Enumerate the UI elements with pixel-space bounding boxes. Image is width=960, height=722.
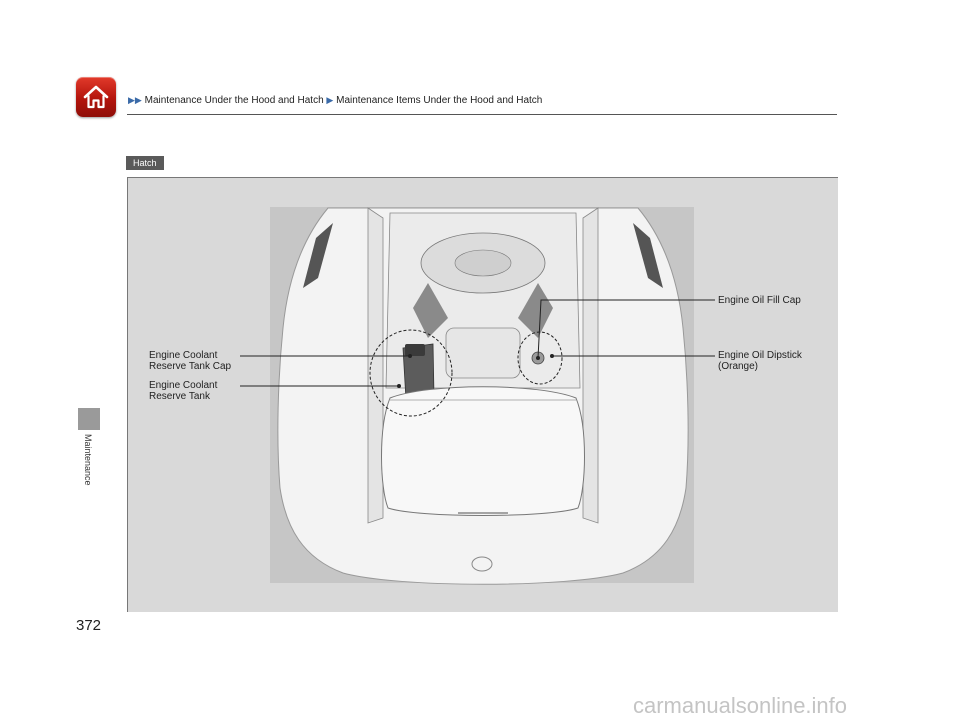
callout-oil-fill-cap: Engine Oil Fill Cap	[718, 295, 801, 306]
callout-oil-dipstick: Engine Oil Dipstick (Orange)	[718, 350, 802, 372]
figure-tag: Hatch	[126, 156, 164, 170]
breadcrumb-arrow-icon: ▶	[326, 95, 334, 105]
section-label: Maintenance	[83, 434, 93, 486]
site-watermark: carmanualsonline.info	[633, 693, 848, 718]
breadcrumb-arrow-icon: ▶	[128, 95, 135, 105]
callout-coolant-tank: Engine Coolant Reserve Tank	[149, 380, 218, 402]
home-button[interactable]	[76, 77, 116, 117]
header-divider	[127, 114, 837, 115]
breadcrumb: ▶▶ Maintenance Under the Hood and Hatch …	[128, 95, 542, 106]
breadcrumb-arrow-icon: ▶	[134, 95, 142, 105]
section-tab-marker	[78, 408, 100, 430]
figure-panel	[127, 177, 838, 612]
callout-coolant-tank-cap: Engine Coolant Reserve Tank Cap	[149, 350, 232, 372]
breadcrumb-link-level1[interactable]: Maintenance Under the Hood and Hatch	[144, 95, 324, 106]
engine-bay-illustration	[240, 207, 715, 585]
home-icon	[83, 85, 109, 109]
breadcrumb-link-level2[interactable]: Maintenance Items Under the Hood and Hat…	[336, 95, 543, 106]
page-number: 372	[76, 617, 102, 634]
